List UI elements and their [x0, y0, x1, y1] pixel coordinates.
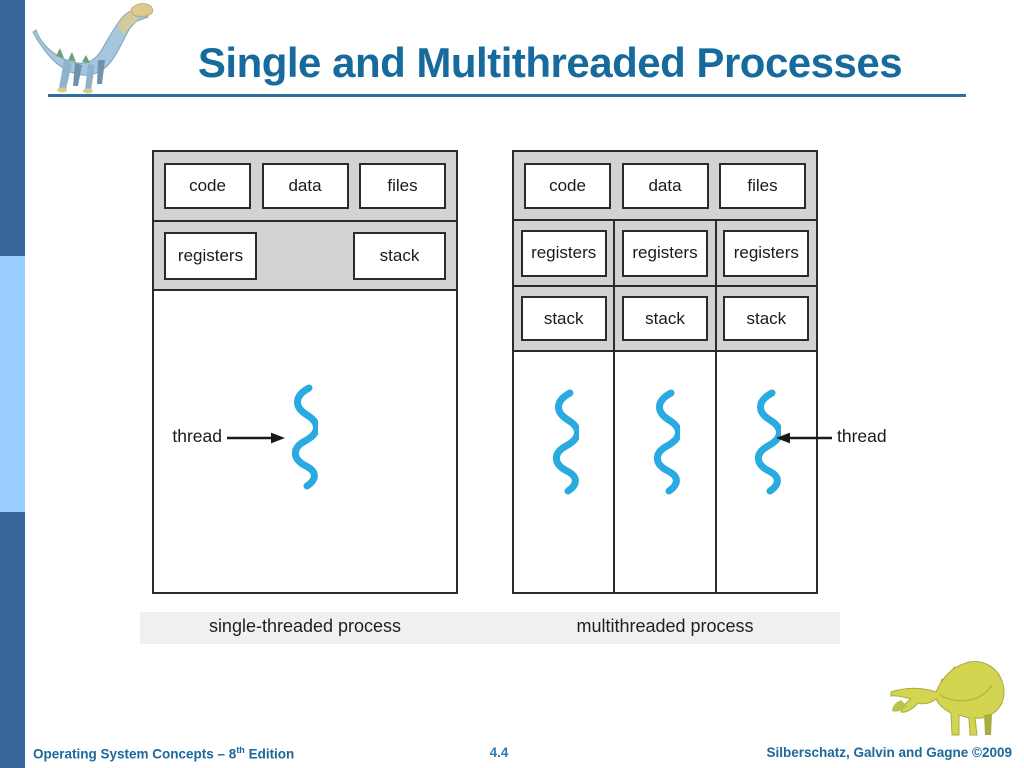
left-thread-squiggle-icon	[291, 384, 318, 490]
title-underline	[48, 94, 966, 97]
thread-columns: registers stack registers stack	[514, 221, 816, 592]
thread-area-2	[615, 352, 714, 592]
sidebar-band-bottom	[0, 512, 25, 768]
thread-column-3: registers stack	[716, 221, 816, 592]
registers-box: registers	[621, 229, 708, 277]
thread-squiggle-icon	[653, 389, 680, 495]
stack-box: stack	[353, 231, 446, 280]
thread-column-1: registers stack	[514, 221, 616, 592]
left-thread-label: thread	[172, 426, 222, 446]
thread-squiggle-icon	[552, 389, 579, 495]
right-caption: multithreaded process	[576, 616, 754, 636]
right-thread-label: thread	[837, 426, 887, 446]
footer-book-title: Operating System Concepts – 8th Edition	[33, 745, 294, 762]
slide-title: Single and Multithreaded Processes	[197, 39, 903, 86]
left-top-band: code data files	[154, 152, 456, 222]
files-box: files	[719, 162, 806, 209]
multithreaded-process-box: code data files registers stack	[512, 150, 818, 594]
sidebar-band-top	[0, 0, 25, 256]
registers-box: registers	[164, 231, 257, 280]
thread-area-3	[717, 352, 816, 592]
right-arrow-icon	[227, 432, 285, 444]
data-box: data	[261, 163, 349, 209]
registers-box: registers	[723, 229, 810, 277]
thread-squiggle-icon	[755, 389, 782, 495]
code-box: code	[524, 162, 611, 209]
stack-cell: stack	[716, 287, 816, 352]
sidebar-band-middle	[0, 256, 25, 512]
code-box: code	[164, 163, 251, 209]
footer-book-title-text: Operating System Concepts – 8	[33, 746, 237, 762]
left-caption: single-threaded process	[208, 616, 402, 636]
dinosaur-logo-icon	[890, 661, 1005, 736]
right-top-band: code data files	[514, 152, 816, 221]
registers-box: registers	[520, 229, 607, 277]
registers-cell: registers	[514, 221, 614, 287]
registers-cell: registers	[615, 221, 715, 287]
footer-authors: Silberschatz, Galvin and Gagne ©2009	[766, 745, 1012, 760]
thread-column-2: registers stack	[615, 221, 717, 592]
footer-edition-sup: th	[236, 745, 245, 755]
dinosaur-logo-icon	[32, 3, 154, 94]
stack-box: stack	[520, 296, 607, 341]
single-threaded-process-box: code data files registers stack	[152, 150, 458, 594]
stack-cell: stack	[514, 287, 614, 352]
stack-cell: stack	[615, 287, 715, 352]
left-middle-band: registers stack	[154, 222, 456, 291]
left-arrow-icon	[776, 432, 832, 444]
data-box: data	[621, 162, 709, 209]
registers-cell: registers	[716, 221, 816, 287]
files-box: files	[359, 163, 446, 209]
stack-box: stack	[723, 296, 810, 341]
slide-number: 4.4	[489, 745, 509, 760]
thread-area-1	[514, 352, 613, 592]
footer-edition-text: Edition	[244, 746, 295, 762]
figure-caption-strip	[140, 612, 840, 644]
stack-box: stack	[621, 296, 708, 341]
